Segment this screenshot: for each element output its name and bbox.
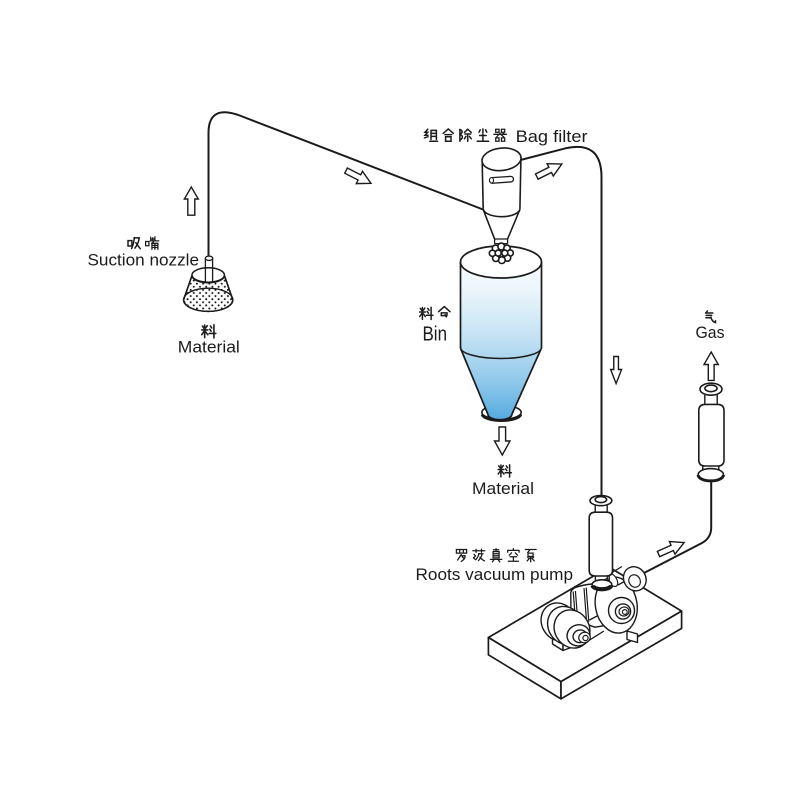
svg-text:Bin: Bin (423, 323, 448, 346)
svg-text:Suction nozzle: Suction nozzle (88, 251, 200, 270)
svg-text:Roots vacuum pump: Roots vacuum pump (416, 565, 574, 584)
svg-text:Material: Material (178, 338, 240, 357)
svg-text:Material: Material (472, 479, 534, 498)
svg-text:Bag filter: Bag filter (516, 127, 588, 146)
svg-text:Gas: Gas (696, 323, 725, 342)
